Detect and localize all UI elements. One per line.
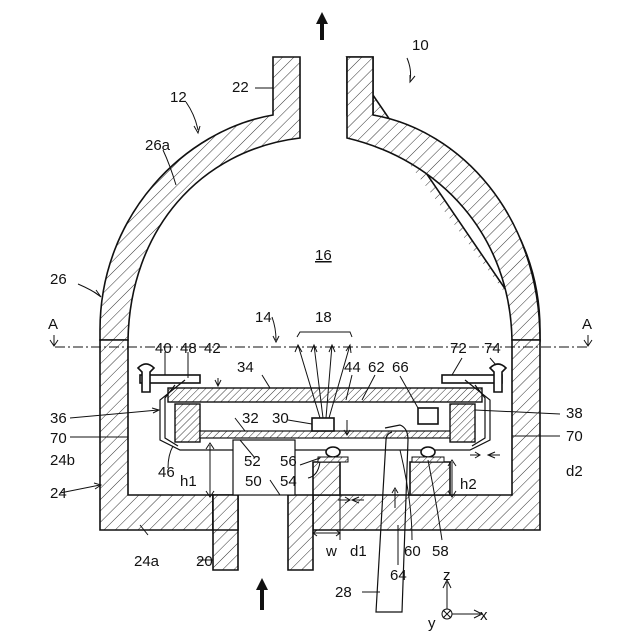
label-w: w (325, 543, 337, 560)
label-26: 26 (50, 271, 67, 288)
light-source (312, 418, 334, 431)
label-26a: 26a (145, 137, 171, 154)
label-64: 64 (390, 567, 407, 584)
holder-right (442, 375, 502, 383)
label-h1: h1 (180, 473, 197, 490)
seal-left (318, 457, 348, 462)
label-58: 58 (432, 543, 449, 560)
label-44: 44 (344, 359, 361, 376)
dim-h1 (206, 443, 214, 497)
section-a-right-label: A (582, 316, 592, 333)
label-30: 30 (272, 410, 289, 427)
label-72: 72 (450, 340, 467, 357)
o-ring-left (326, 447, 340, 457)
dome-shell (100, 57, 540, 340)
label-24b: 24b (50, 452, 75, 469)
label-52: 52 (244, 453, 261, 470)
label-48: 48 (180, 340, 197, 357)
label-70-right: 70 (566, 428, 583, 445)
label-56: 56 (280, 453, 297, 470)
axis-y-label: y (428, 615, 436, 632)
axis-x-label: x (480, 607, 488, 624)
label-50: 50 (245, 473, 262, 490)
label-h2: h2 (460, 476, 477, 493)
label-74: 74 (484, 340, 501, 357)
window-plate (168, 388, 482, 402)
label-14: 14 (255, 309, 272, 326)
label-70-left: 70 (50, 430, 67, 447)
label-54: 54 (280, 473, 297, 490)
label-20: 20 (196, 553, 213, 570)
o-ring-right (421, 447, 435, 457)
label-28: 28 (335, 584, 352, 601)
clamp-right (450, 404, 475, 442)
label-18: 18 (315, 309, 332, 326)
label-40: 40 (155, 340, 172, 357)
label-d1: d1 (350, 543, 367, 560)
label-d2: d2 (566, 463, 583, 480)
section-a-left-label: A (48, 316, 58, 333)
label-32: 32 (242, 410, 259, 427)
axis-z-label: z (443, 567, 451, 584)
label-34: 34 (237, 359, 254, 376)
label-46: 46 (158, 464, 175, 481)
connector (418, 408, 438, 424)
clamp-left (175, 404, 200, 442)
circuit-board (200, 431, 450, 438)
label-12: 12 (170, 89, 187, 106)
label-24a: 24a (134, 553, 160, 570)
dim-d2 (470, 452, 500, 458)
label-16: 16 (315, 247, 332, 264)
label-38: 38 (566, 405, 583, 422)
label-24: 24 (50, 485, 67, 502)
label-62: 62 (368, 359, 385, 376)
label-10: 10 (412, 37, 429, 54)
label-22: 22 (232, 79, 249, 96)
label-66: 66 (392, 359, 409, 376)
label-60: 60 (404, 543, 421, 560)
label-36: 36 (50, 410, 67, 427)
coordinate-axes (442, 580, 482, 619)
label-42: 42 (204, 340, 221, 357)
